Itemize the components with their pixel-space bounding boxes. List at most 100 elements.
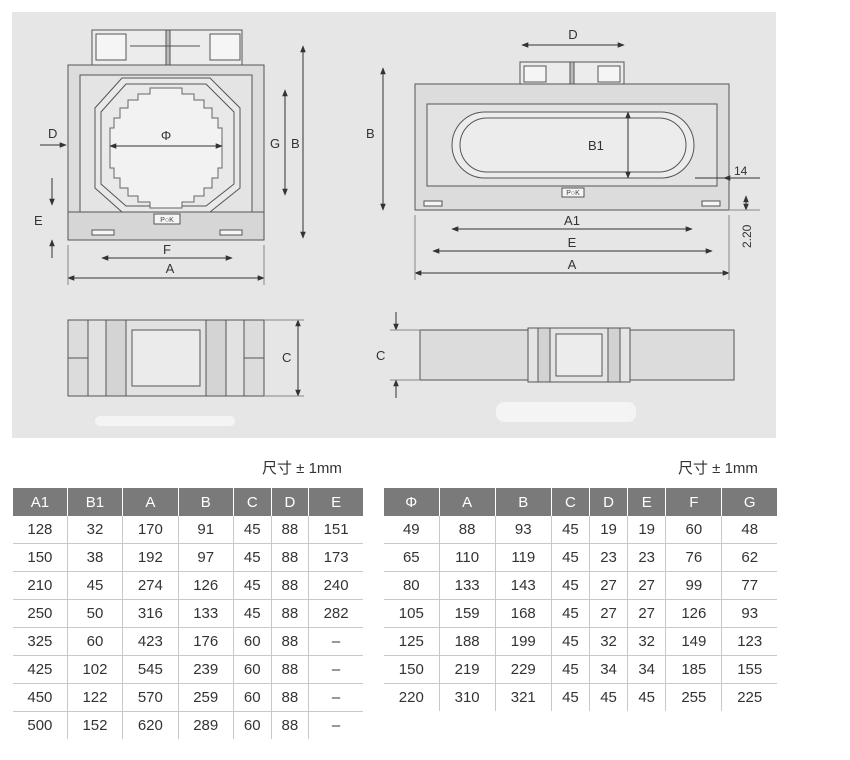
table-cell: 88 xyxy=(271,571,310,600)
table-cell: 155 xyxy=(721,655,777,684)
column-header: F xyxy=(665,488,723,516)
column-header: E xyxy=(308,488,363,516)
column-header: D xyxy=(271,488,310,516)
front-logo: P○K xyxy=(160,217,174,224)
front-dim-phi: Φ xyxy=(161,128,171,143)
table-cell: 170 xyxy=(122,516,179,544)
table-cell: 102 xyxy=(67,655,124,684)
table-cell: 152 xyxy=(67,711,124,739)
table-cell: 65 xyxy=(384,543,440,572)
side-view xyxy=(414,61,730,211)
column-header: A1 xyxy=(13,488,68,516)
table-cell: 126 xyxy=(665,599,723,628)
table-cell: 34 xyxy=(627,655,667,684)
table-cell: 210 xyxy=(13,571,68,600)
table-cell: – xyxy=(308,655,363,684)
table-cell: 60 xyxy=(233,627,272,656)
table-cell: 239 xyxy=(178,655,234,684)
table-cell: 110 xyxy=(439,543,496,572)
table-cell: 255 xyxy=(665,683,723,711)
table-cell: 225 xyxy=(737,689,763,706)
side-logo: P○K xyxy=(566,190,580,197)
column-header: G xyxy=(721,488,777,516)
table-cell: 450 xyxy=(13,683,68,712)
table-cell: 45 xyxy=(551,627,590,656)
side-bottom-view xyxy=(419,327,735,383)
side-dim-d: D xyxy=(568,27,577,42)
table-cell: 150 xyxy=(13,543,68,572)
table-cell: 91 xyxy=(178,516,234,544)
table-cell: 27 xyxy=(627,571,667,600)
table-cell: 88 xyxy=(271,627,310,656)
table-cell: 220 xyxy=(384,683,440,711)
table-cell: 45 xyxy=(551,543,590,572)
front-dim-e: E xyxy=(34,213,43,228)
table-cell: 34 xyxy=(589,655,629,684)
table-cell: 45 xyxy=(233,516,272,544)
table-cell: 88 xyxy=(271,599,310,628)
table-cell: 45 xyxy=(233,543,272,572)
table-cell: 199 xyxy=(495,627,552,656)
table-cell: 219 xyxy=(439,655,496,684)
front-view xyxy=(67,29,265,241)
table-cell: 240 xyxy=(308,571,363,600)
table-cell: 282 xyxy=(308,599,363,628)
table-cell: 325 xyxy=(13,627,68,656)
table-cell: 274 xyxy=(122,571,179,600)
table-cell: 45 xyxy=(551,599,590,628)
column-header: C xyxy=(551,488,590,516)
tolerance-note-left: 尺寸 ± 1mm xyxy=(262,460,342,477)
table-cell: 45 xyxy=(551,571,590,600)
table-cell: 185 xyxy=(665,655,723,684)
table-cell: 45 xyxy=(551,683,590,711)
table-cell: 149 xyxy=(665,627,723,656)
table-cell: 60 xyxy=(233,711,272,739)
table-cell: 125 xyxy=(384,627,440,656)
column-header: B xyxy=(178,488,234,516)
side-dim-b1: B1 xyxy=(588,138,604,153)
table-cell: 133 xyxy=(439,571,496,600)
table-cell: – xyxy=(308,683,363,712)
column-header: A xyxy=(122,488,179,516)
table-cell: 60 xyxy=(233,683,272,712)
table-cell: 49 xyxy=(384,516,440,544)
side-dim-a1: A1 xyxy=(564,213,580,228)
table-cell: 19 xyxy=(627,516,667,544)
column-header: C xyxy=(233,488,272,516)
table-cell: 620 xyxy=(122,711,179,739)
column-header: E xyxy=(627,488,667,516)
table-cell: 321 xyxy=(495,683,552,711)
table-cell: 128 xyxy=(13,516,68,544)
table-cell: 23 xyxy=(627,543,667,572)
table-cell: 168 xyxy=(495,599,552,628)
table-cell: 38 xyxy=(67,543,124,572)
table-cell: 88 xyxy=(271,711,310,739)
table-cell: 250 xyxy=(13,599,68,628)
table-cell: 133 xyxy=(178,599,234,628)
table-cell: 126 xyxy=(178,571,234,600)
tolerance-note-right: 尺寸 ± 1mm xyxy=(678,460,758,477)
table-cell: 50 xyxy=(67,599,124,628)
table-cell: 45 xyxy=(551,655,590,684)
table-cell: 88 xyxy=(271,655,310,684)
table-cell: 105 xyxy=(384,599,440,628)
table-cell: 27 xyxy=(627,599,667,628)
table-cell: 99 xyxy=(665,571,723,600)
side-dim-14: 14 xyxy=(734,164,748,178)
table-cell: 119 xyxy=(495,543,552,572)
table-cell: 88 xyxy=(439,516,496,544)
side-bottom-dim-c: C xyxy=(376,348,385,363)
table-cell: 188 xyxy=(439,627,496,656)
